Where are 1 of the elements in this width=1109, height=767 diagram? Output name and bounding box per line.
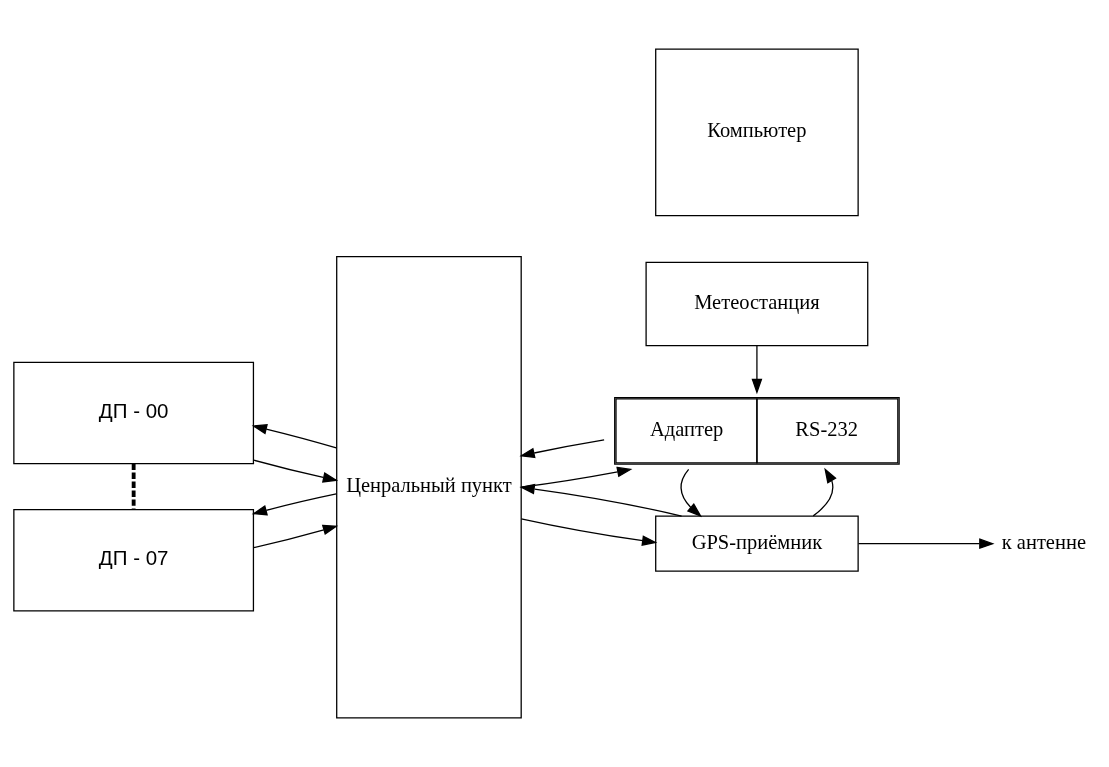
node-text: к антенне: [1001, 530, 1086, 553]
